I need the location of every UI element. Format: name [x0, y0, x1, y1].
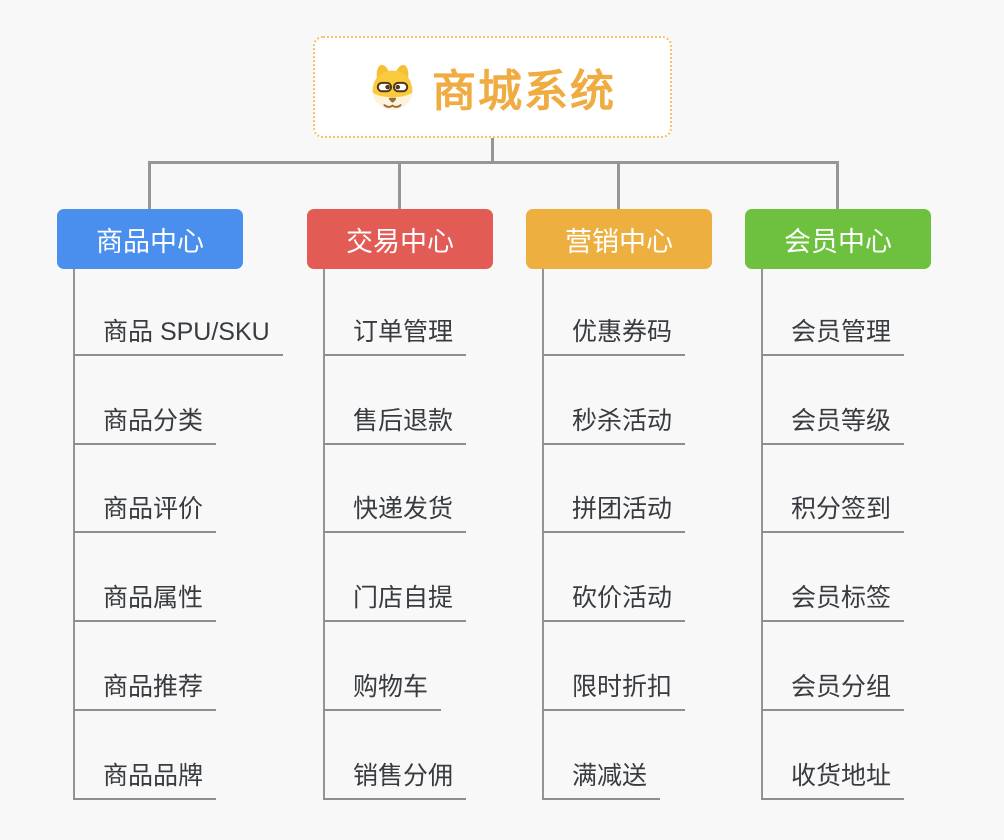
branch-column-products: 商品中心 商品 SPU/SKU 商品分类 商品评价 商品属性 商品推荐 商品品牌	[57, 0, 317, 840]
branch-vline	[323, 269, 325, 800]
branch-node-products[interactable]: 商品中心	[57, 209, 243, 269]
connector-drop	[836, 161, 839, 210]
child-node[interactable]: 商品分类	[73, 401, 217, 445]
child-node[interactable]: 限时折扣	[542, 667, 686, 711]
child-node[interactable]: 商品属性	[73, 578, 217, 622]
child-node[interactable]: 会员管理	[761, 312, 905, 356]
branch-vline	[73, 269, 75, 800]
branch-column-members: 会员中心 会员管理 会员等级 积分签到 会员标签 会员分组 收货地址	[745, 0, 1004, 840]
branch-column-marketing: 营销中心 优惠券码 秒杀活动 拼团活动 砍价活动 限时折扣 满减送	[526, 0, 786, 840]
child-node[interactable]: 销售分佣	[323, 756, 467, 800]
child-node[interactable]: 会员分组	[761, 667, 905, 711]
child-node[interactable]: 商品 SPU/SKU	[73, 312, 283, 356]
branch-node-marketing[interactable]: 营销中心	[526, 209, 712, 269]
branch-node-trade[interactable]: 交易中心	[307, 209, 493, 269]
branch-vline	[761, 269, 763, 800]
connector-drop	[398, 161, 401, 210]
child-node[interactable]: 快递发货	[323, 489, 467, 533]
child-node[interactable]: 收货地址	[761, 756, 905, 800]
child-node[interactable]: 购物车	[323, 667, 442, 711]
connector-root-drop	[491, 137, 494, 163]
child-node[interactable]: 砍价活动	[542, 578, 686, 622]
branch-vline	[542, 269, 544, 800]
child-node[interactable]: 售后退款	[323, 401, 467, 445]
root-node[interactable]: 商城系统	[313, 36, 672, 138]
connector-bus	[148, 161, 839, 164]
child-node[interactable]: 商品评价	[73, 489, 217, 533]
connector-drop	[617, 161, 620, 210]
root-title: 商城系统	[432, 67, 616, 116]
child-node[interactable]: 会员等级	[761, 401, 905, 445]
child-node[interactable]: 满减送	[542, 756, 661, 800]
child-node[interactable]: 秒杀活动	[542, 401, 686, 445]
child-node[interactable]: 拼团活动	[542, 489, 686, 533]
child-node[interactable]: 会员标签	[761, 578, 905, 622]
branch-column-trade: 交易中心 订单管理 售后退款 快递发货 门店自提 购物车 销售分佣	[307, 0, 567, 840]
child-node[interactable]: 商品品牌	[73, 756, 217, 800]
child-node[interactable]: 商品推荐	[73, 667, 217, 711]
shiba-dog-icon	[372, 64, 413, 110]
connector-drop	[148, 161, 151, 210]
child-node[interactable]: 门店自提	[323, 578, 467, 622]
branch-node-members[interactable]: 会员中心	[745, 209, 931, 269]
child-node[interactable]: 优惠券码	[542, 312, 686, 356]
child-node[interactable]: 订单管理	[323, 312, 467, 356]
child-node[interactable]: 积分签到	[761, 489, 905, 533]
